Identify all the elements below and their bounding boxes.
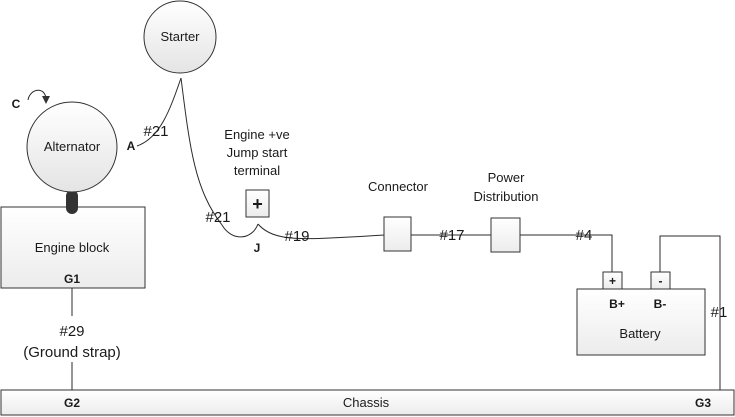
b-minus-label: B-	[654, 297, 667, 311]
battery	[576, 288, 706, 356]
b-plus-label: B+	[609, 297, 625, 311]
wire-17-label: #17	[439, 227, 464, 244]
wire-1	[659, 235, 721, 390]
wire-21-starter-alternator	[136, 77, 182, 147]
power-distribution-line-2: Distribution	[473, 189, 538, 204]
jump-terminal-plus: +	[252, 194, 263, 214]
engine-block-label: Engine block	[35, 240, 110, 255]
alternator-mount	[66, 190, 78, 214]
ground-strap-label: (Ground strap)	[23, 344, 121, 361]
g2-label: G2	[64, 396, 80, 410]
engine-block	[0, 206, 146, 289]
wire-4-label: #4	[576, 227, 593, 244]
power-distribution	[490, 217, 521, 253]
g1-label: G1	[64, 272, 80, 286]
chassis-label: Chassis	[343, 395, 390, 410]
starter-label: Starter	[160, 29, 200, 44]
jump-start-terminal	[245, 189, 270, 218]
jump-terminal-line-3: terminal	[234, 163, 280, 178]
alternator-label: Alternator	[44, 139, 101, 154]
jump-terminal-line-2: Jump start	[227, 145, 288, 160]
power-distribution-line-1: Power	[488, 170, 526, 185]
minus-sign: -	[659, 274, 663, 288]
connector	[383, 216, 412, 252]
starter	[143, 0, 217, 74]
g3-label: G3	[695, 396, 711, 410]
wire-19-label: #19	[284, 228, 309, 245]
connector-label: Connector	[368, 179, 429, 194]
plus-sign: +	[609, 274, 616, 288]
wire-21-label-a: #21	[143, 123, 168, 140]
wire-1-label: #1	[711, 304, 728, 321]
battery-label: Battery	[619, 326, 661, 341]
wire-21-label-j: #21	[205, 209, 230, 226]
alternator	[26, 101, 118, 193]
wire-29-label: #29	[59, 323, 84, 340]
rotation-arrow	[27, 89, 50, 104]
j-label: J	[254, 241, 261, 255]
c-label: C	[12, 97, 21, 111]
wire-4	[520, 234, 613, 272]
wire-19	[257, 223, 385, 240]
chassis-bar	[0, 389, 735, 416]
jump-terminal-line-1: Engine +ve	[224, 127, 289, 142]
wire-21-starter-jump	[180, 77, 259, 238]
a-label: A	[127, 139, 136, 153]
